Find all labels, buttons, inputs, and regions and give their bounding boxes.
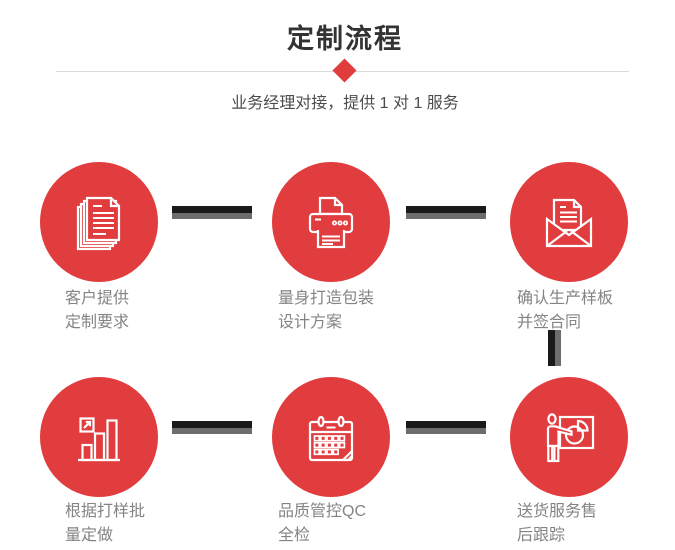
connector-gray-band bbox=[555, 330, 561, 366]
step-label-line: 量身打造包装 bbox=[278, 290, 375, 307]
connector-step4-step5 bbox=[172, 421, 252, 434]
connector-dark-band bbox=[172, 206, 252, 213]
step-label-1: 客户提供 定制要求 bbox=[65, 287, 129, 335]
envelope-icon bbox=[545, 198, 593, 248]
step-label-line: 并签合同 bbox=[517, 314, 582, 331]
step-label-2: 量身打造包装 设计方案 bbox=[278, 287, 374, 335]
page-title: 定制流程 bbox=[287, 24, 403, 54]
step-label-line: 根据打样批 bbox=[65, 503, 146, 520]
step-circle-4 bbox=[40, 377, 158, 497]
connector-gray-band bbox=[406, 428, 486, 434]
step-label-3: 确认生产样板 并签合同 bbox=[517, 287, 613, 335]
step-circle-6 bbox=[510, 377, 628, 497]
diamond-marker bbox=[332, 58, 357, 83]
connector-dark-band bbox=[172, 421, 252, 428]
bar-chart-icon bbox=[78, 417, 120, 462]
step-label-4: 根据打样批 量定做 bbox=[65, 500, 145, 548]
step-circle-1 bbox=[40, 162, 158, 282]
presentation-icon bbox=[546, 413, 595, 463]
calendar-icon bbox=[308, 415, 354, 462]
connector-gray-band bbox=[172, 213, 252, 219]
step-label-5: 品质管控QC 全检 bbox=[278, 500, 366, 548]
step-label-line: 品质管控QC bbox=[278, 503, 367, 520]
step-label-line: 全检 bbox=[278, 527, 311, 544]
printer-icon bbox=[308, 196, 354, 249]
connector-dark-band bbox=[406, 206, 486, 213]
step-label-line: 设计方案 bbox=[278, 314, 343, 331]
connector-dark-band bbox=[406, 421, 486, 428]
step-circle-2 bbox=[272, 162, 390, 282]
connector-dark-band bbox=[548, 330, 555, 366]
connector-step2-step3 bbox=[406, 206, 486, 219]
connector-gray-band bbox=[406, 213, 486, 219]
step-label-6: 送货服务售 后跟踪 bbox=[517, 500, 597, 548]
connector-step5-step6 bbox=[406, 421, 486, 434]
connector-step3-step6 bbox=[548, 330, 561, 366]
connector-step1-step2 bbox=[172, 206, 252, 219]
step-label-line: 确认生产样板 bbox=[517, 290, 614, 307]
step-label-line: 定制要求 bbox=[65, 314, 130, 331]
step-label-line: 送货服务售 bbox=[517, 503, 598, 520]
page-subtitle: 业务经理对接，提供 1 对 1 服务 bbox=[231, 95, 459, 112]
step-label-line: 后跟踪 bbox=[517, 527, 566, 544]
connector-gray-band bbox=[172, 428, 252, 434]
step-label-line: 量定做 bbox=[65, 527, 114, 544]
step-label-line: 客户提供 bbox=[65, 290, 130, 307]
step-circle-5 bbox=[272, 377, 390, 497]
documents-icon bbox=[76, 196, 121, 251]
step-circle-3 bbox=[510, 162, 628, 282]
